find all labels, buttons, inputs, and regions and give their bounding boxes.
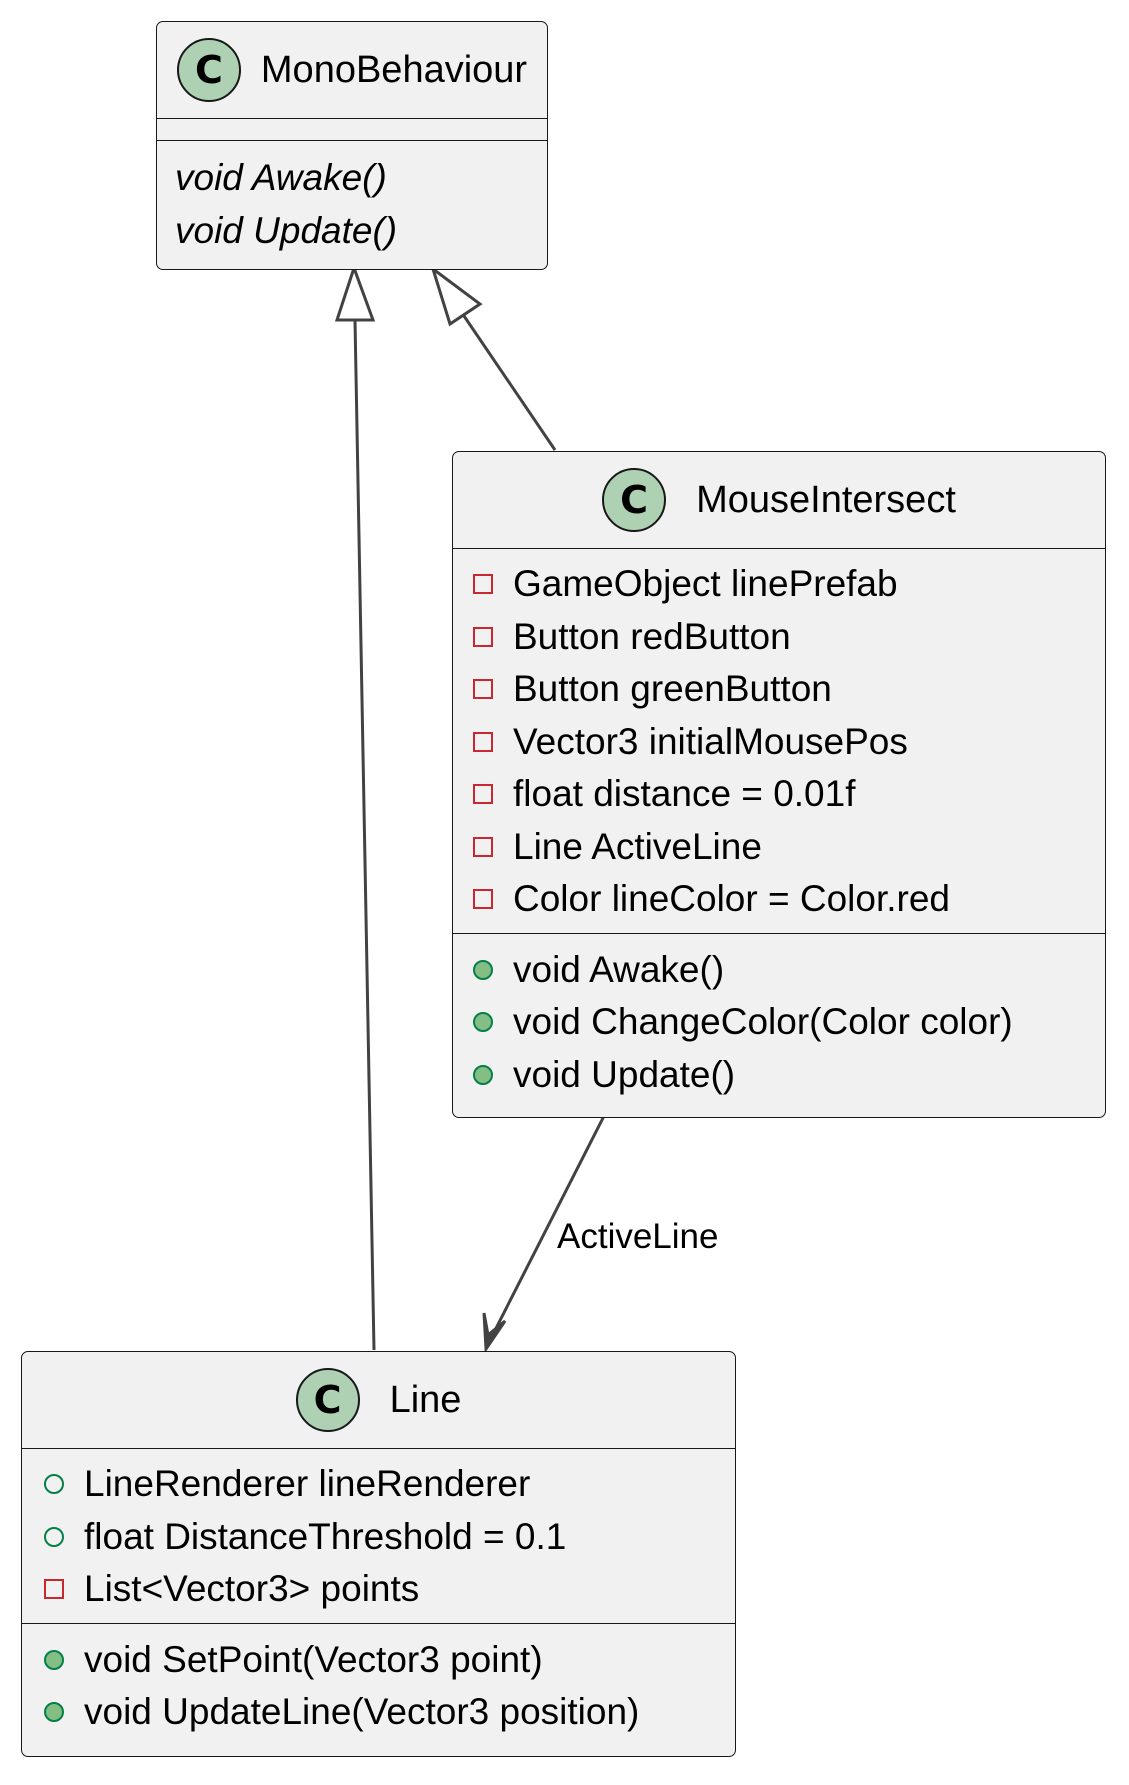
- class-monobehaviour[interactable]: C MonoBehaviour void Awake() void Update…: [156, 21, 548, 270]
- class-name: MouseIntersect: [696, 478, 956, 521]
- fields-section: LineRenderer lineRenderer float Distance…: [22, 1449, 735, 1624]
- line-inherits-mono-edge: [353, 319, 376, 1351]
- methods-section: void Awake() void Update(): [157, 141, 547, 257]
- field-item: float distance = 0.01f: [473, 768, 1105, 821]
- private-marker-icon: [473, 626, 493, 647]
- public-marker-icon: [44, 1649, 64, 1670]
- methods-section: void Awake() void ChangeColor(Color colo…: [453, 934, 1105, 1108]
- private-marker-icon: [473, 889, 493, 910]
- field-text: Color lineColor = Color.red: [513, 878, 951, 920]
- methods-section: void SetPoint(Vector3 point) void Update…: [22, 1624, 735, 1745]
- class-icon: C: [295, 1368, 360, 1432]
- class-mouseintersect[interactable]: C MouseIntersect GameObject linePrefab B…: [452, 451, 1106, 1118]
- field-text: float DistanceThreshold = 0.1: [84, 1515, 567, 1557]
- public-marker-icon: [473, 1012, 493, 1033]
- method-text: void Update(): [175, 209, 398, 251]
- method-item: void Awake(): [175, 152, 547, 205]
- method-item: void UpdateLine(Vector3 position): [44, 1686, 735, 1739]
- class-icon: C: [602, 468, 667, 532]
- class-name: Line: [389, 1378, 462, 1421]
- class-header: C Line: [22, 1352, 735, 1449]
- field-text: Button greenButton: [513, 668, 832, 710]
- public-marker-icon: [473, 959, 493, 980]
- field-item: Vector3 initialMousePos: [473, 716, 1105, 769]
- method-text: void SetPoint(Vector3 point): [84, 1638, 543, 1680]
- field-text: Vector3 initialMousePos: [513, 720, 908, 762]
- private-marker-icon: [473, 836, 493, 857]
- method-text: void Awake(): [175, 157, 387, 199]
- method-item: void ChangeColor(Color color): [473, 996, 1105, 1049]
- public-marker-icon: [44, 1474, 64, 1495]
- method-text: void ChangeColor(Color color): [513, 1001, 1013, 1043]
- fields-section: [157, 119, 547, 141]
- field-item: GameObject linePrefab: [473, 558, 1105, 611]
- public-marker-icon: [44, 1526, 64, 1547]
- public-marker-icon: [473, 1064, 493, 1085]
- field-item: Button greenButton: [473, 663, 1105, 716]
- field-item: Button redButton: [473, 611, 1105, 664]
- private-marker-icon: [473, 574, 493, 595]
- field-text: LineRenderer lineRenderer: [84, 1463, 531, 1505]
- field-item: LineRenderer lineRenderer: [44, 1458, 735, 1511]
- association-label: ActiveLine: [557, 1217, 719, 1256]
- fields-section: GameObject linePrefab Button redButton B…: [453, 549, 1105, 934]
- field-item: Line ActiveLine: [473, 821, 1105, 874]
- mouse-to-line-association-edge: [484, 1115, 606, 1349]
- method-text: void Awake(): [513, 948, 725, 990]
- method-item: void SetPoint(Vector3 point): [44, 1634, 735, 1687]
- private-marker-icon: [473, 784, 493, 805]
- class-header: C MouseIntersect: [453, 452, 1105, 549]
- field-item: Color lineColor = Color.red: [473, 873, 1105, 926]
- mouse-inherits-mono-edge: [460, 312, 557, 451]
- mouse-to-line-association-arrowhead: [482, 1312, 507, 1354]
- method-item: void Update(): [175, 205, 547, 258]
- field-text: float distance = 0.01f: [513, 773, 856, 815]
- method-item: void Update(): [473, 1049, 1105, 1102]
- line-inherits-mono-arrowhead: [334, 263, 376, 322]
- private-marker-icon: [473, 731, 493, 752]
- private-marker-icon: [44, 1579, 64, 1600]
- class-header: C MonoBehaviour: [157, 22, 547, 119]
- field-text: Line ActiveLine: [513, 825, 762, 867]
- field-item: float DistanceThreshold = 0.1: [44, 1511, 735, 1564]
- field-text: GameObject linePrefab: [513, 563, 898, 605]
- field-item: List<Vector3> points: [44, 1563, 735, 1616]
- public-marker-icon: [44, 1702, 64, 1723]
- class-line[interactable]: C Line LineRenderer lineRenderer float D…: [21, 1351, 736, 1757]
- mouse-inherits-mono-arrowhead: [430, 265, 483, 327]
- class-icon: C: [176, 38, 241, 102]
- method-text: void Update(): [513, 1053, 736, 1095]
- class-name: MonoBehaviour: [260, 48, 528, 91]
- private-marker-icon: [473, 679, 493, 700]
- field-text: Button redButton: [513, 615, 791, 657]
- method-item: void Awake(): [473, 944, 1105, 997]
- field-text: List<Vector3> points: [84, 1568, 420, 1610]
- method-text: void UpdateLine(Vector3 position): [84, 1691, 640, 1733]
